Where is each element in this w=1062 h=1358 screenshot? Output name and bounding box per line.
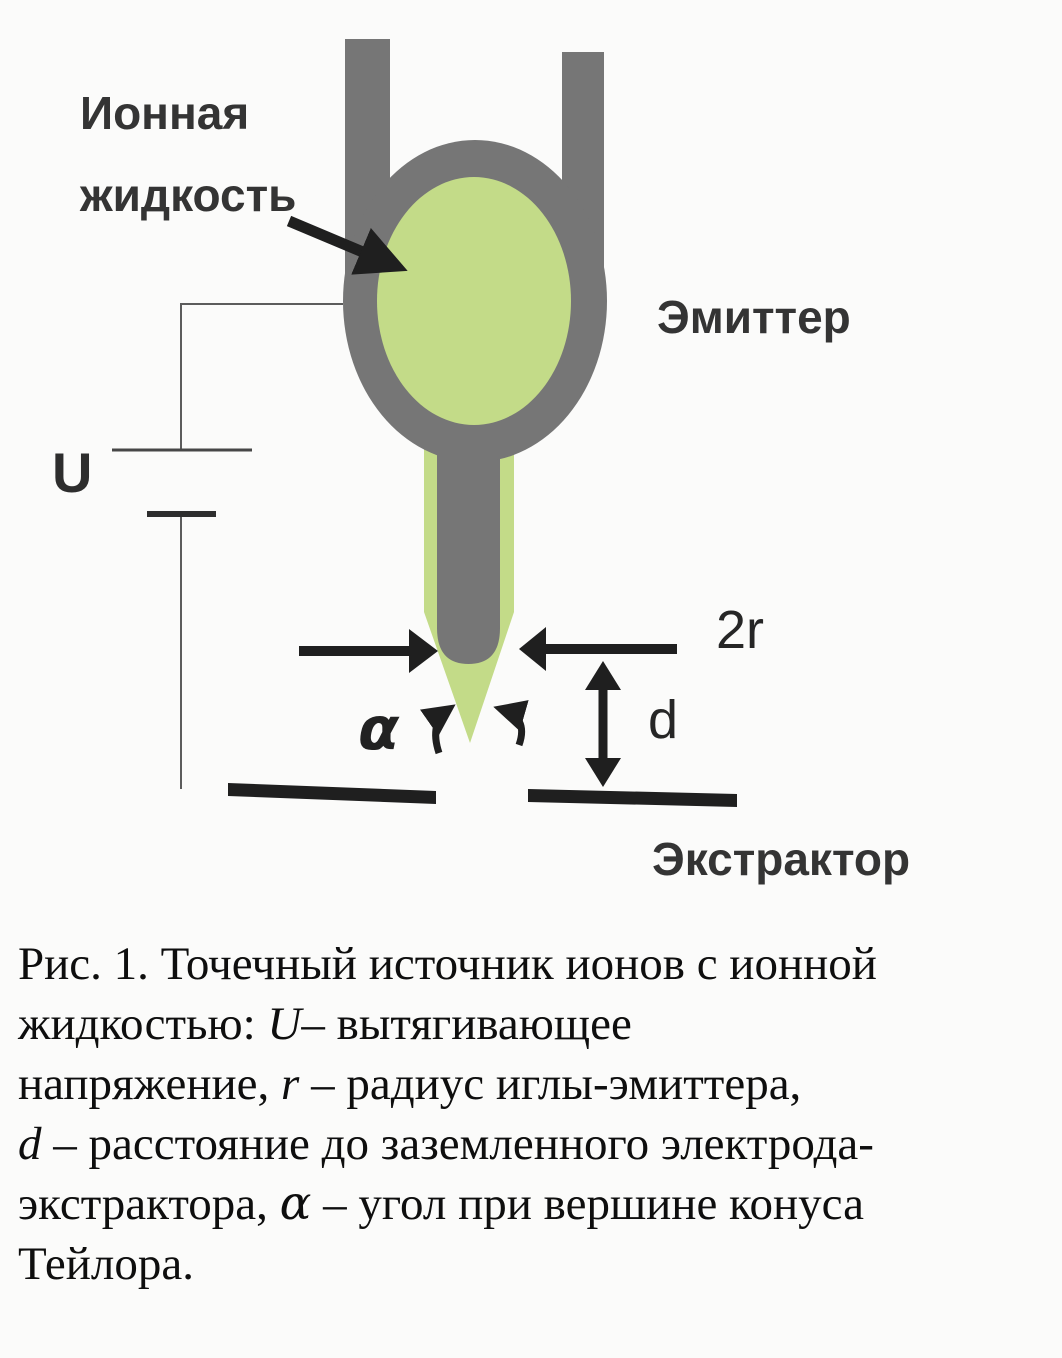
label-tip-diameter-2r: 2r	[716, 600, 765, 660]
caption-line-2: жидкостью: U– вытягивающее	[18, 994, 1038, 1054]
caption-var-r: r	[281, 1058, 300, 1110]
cone-angle-arrow-right	[493, 700, 529, 747]
liquid-reservoir	[377, 177, 571, 425]
needle-rod	[437, 440, 500, 664]
caption-var-alpha: α	[279, 1176, 312, 1231]
caption-text: – расстояние до заземленного электрода-	[41, 1118, 874, 1170]
caption-line-1: Рис. 1. Точечный источник ионов с ионной	[18, 938, 877, 990]
label-ionic-liquid-line1: Ионная	[80, 87, 250, 139]
caption-line-6: Тейлора.	[18, 1238, 194, 1290]
extractor-plate-left	[228, 783, 436, 804]
label-cone-angle-alpha: α	[358, 694, 400, 764]
extractor-plate-right	[528, 789, 737, 807]
extractor-electrode	[228, 783, 737, 807]
ionic-liquid-pointer-arrow	[286, 215, 408, 275]
label-ionic-liquid: Ионная жидкость	[80, 72, 296, 236]
figure-caption: Рис. 1. Точечный источник ионов с ионной…	[18, 934, 1038, 1294]
caption-text: – радиус иглы-эмиттера,	[299, 1058, 802, 1110]
caption-text: – угол при вершине конуса	[311, 1178, 864, 1230]
caption-text: экстрактора,	[18, 1178, 280, 1230]
caption-line-3: напряжение, r – радиус иглы-эмиттера,	[18, 1054, 1038, 1114]
radius-arrow-left-head	[409, 629, 438, 673]
caption-text: – вытягивающее	[301, 998, 632, 1050]
ion-source-diagram	[112, 39, 737, 807]
label-emitter: Эмиттер	[657, 291, 851, 343]
caption-var-u: U	[267, 998, 302, 1050]
cone-angle-arrow-left	[419, 704, 456, 755]
voltage-circuit	[112, 303, 343, 789]
distance-arrow-head-bottom	[585, 758, 621, 787]
annotation-arrows	[286, 215, 677, 787]
caption-line-4: d – расстояние до заземленного электрода…	[18, 1114, 1038, 1174]
caption-line-5: экстрактора, α – угол при вершине конуса	[18, 1174, 1038, 1234]
distance-arrow-head-top	[585, 661, 621, 690]
caption-text: жидкостью:	[18, 998, 268, 1050]
wire-top	[180, 303, 343, 449]
label-distance-d: d	[648, 690, 679, 750]
radius-arrow-right-head	[519, 627, 546, 671]
caption-var-d: d	[18, 1118, 42, 1170]
label-voltage-u: U	[52, 441, 93, 504]
label-extractor: Экстрактор	[652, 833, 911, 885]
caption-text: напряжение,	[18, 1058, 282, 1110]
label-ionic-liquid-line2: жидкость	[80, 169, 297, 221]
